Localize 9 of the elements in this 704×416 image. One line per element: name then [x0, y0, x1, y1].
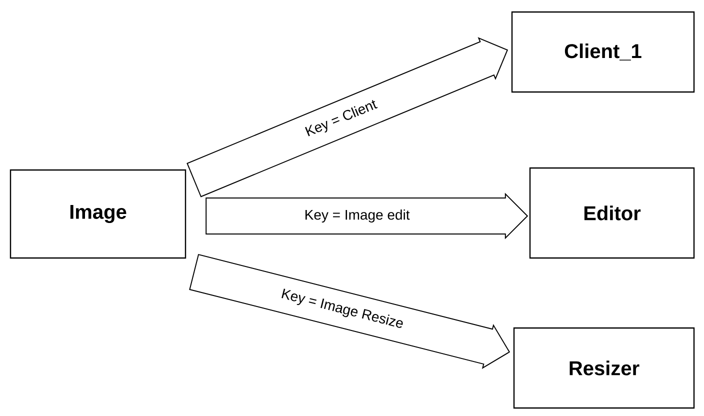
block-arrow: [206, 192, 528, 240]
process-box: Editor: [529, 167, 695, 259]
edge-label: Key = Image Resize: [282, 288, 403, 328]
process-box: Image: [10, 169, 186, 259]
block-arrow: [186, 37, 508, 198]
process-box: Client_1: [511, 11, 695, 93]
edge-label: Key = Client: [305, 100, 378, 136]
edge-label: Key = Image edit: [306, 209, 410, 223]
process-box: Resizer: [513, 327, 695, 409]
